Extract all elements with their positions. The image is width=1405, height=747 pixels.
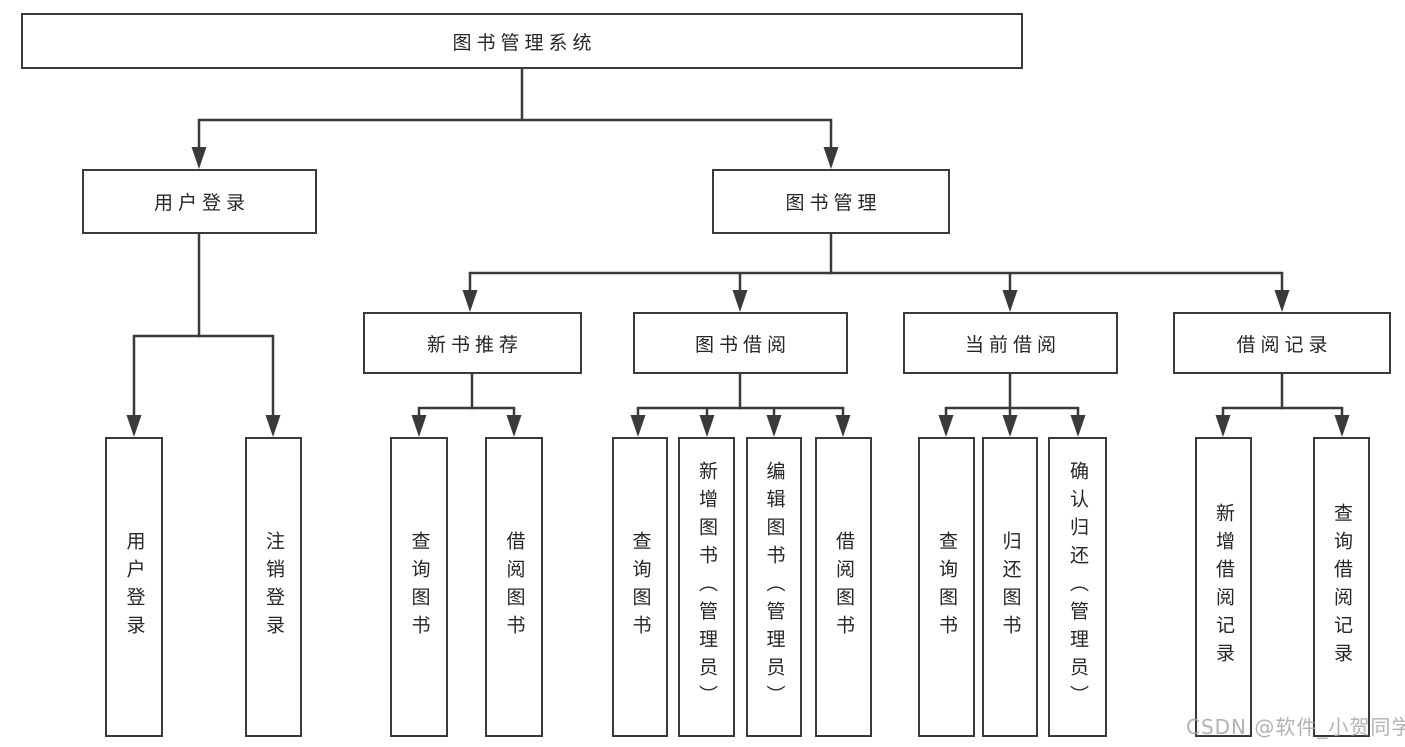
- leaf-add-book-admin: 新增图书（管理员）: [678, 437, 735, 737]
- node-book-management: 图书管理: [712, 169, 950, 234]
- node-book-borrowing: 图书借阅: [633, 312, 848, 374]
- leaf-confirm-return-admin: 确认归还（管理员）: [1048, 437, 1107, 737]
- leaf-query-books-current-label: 查询图书: [936, 531, 958, 643]
- leaf-query-borrow-record-label: 查询借阅记录: [1331, 503, 1353, 671]
- watermark: CSDN @软件_小贺同学: [1186, 715, 1405, 739]
- node-book-borrowing-label: 图书借阅: [694, 333, 791, 356]
- leaf-query-books-recommend-label: 查询图书: [408, 531, 431, 643]
- node-current-borrowing-label: 当前借阅: [964, 333, 1061, 356]
- node-user-login: 用户登录: [82, 169, 317, 234]
- leaf-query-books-current: 查询图书: [918, 437, 975, 737]
- node-book-management-label: 图书管理: [785, 192, 882, 214]
- leaf-borrow-books-borrowing-label: 借阅图书: [833, 531, 855, 643]
- node-borrowing-records-label: 借阅记录: [1236, 333, 1333, 356]
- leaf-add-borrow-record-label: 新增借阅记录: [1213, 503, 1235, 671]
- leaf-user-login: 用户登录: [105, 437, 163, 737]
- leaf-logout: 注销登录: [245, 437, 302, 737]
- node-current-borrowing: 当前借阅: [903, 312, 1118, 374]
- leaf-add-book-admin-label: 新增图书（管理员）: [696, 461, 718, 713]
- node-user-login-label: 用户登录: [153, 192, 250, 214]
- leaf-return-book: 归还图书: [982, 437, 1038, 737]
- node-new-book-recommendation-label: 新书推荐: [426, 333, 523, 356]
- leaf-add-borrow-record: 新增借阅记录: [1195, 437, 1252, 737]
- leaf-user-login-label: 用户登录: [123, 531, 146, 643]
- leaf-return-book-label: 归还图书: [999, 531, 1022, 643]
- node-root: 图书管理系统: [21, 13, 1023, 69]
- leaf-confirm-return-admin-label: 确认归还（管理员）: [1067, 461, 1089, 713]
- leaf-query-books-borrowing: 查询图书: [612, 437, 668, 737]
- leaf-query-books-borrowing-label: 查询图书: [629, 531, 652, 643]
- node-new-book-recommendation: 新书推荐: [363, 312, 582, 374]
- leaf-borrow-books-recommend: 借阅图书: [485, 437, 543, 737]
- arrowhead-icons: [126, 147, 1350, 437]
- node-root-label: 图书管理系统: [452, 31, 597, 54]
- leaf-borrow-books-recommend-label: 借阅图书: [503, 531, 526, 643]
- leaf-edit-book-admin-label: 编辑图书（管理员）: [763, 461, 786, 713]
- node-borrowing-records: 借阅记录: [1173, 312, 1391, 374]
- leaf-query-borrow-record: 查询借阅记录: [1313, 437, 1370, 737]
- leaf-borrow-books-borrowing: 借阅图书: [815, 437, 872, 737]
- leaf-logout-label: 注销登录: [263, 531, 285, 643]
- leaf-edit-book-admin: 编辑图书（管理员）: [746, 437, 802, 737]
- leaf-query-books-recommend: 查询图书: [390, 437, 448, 737]
